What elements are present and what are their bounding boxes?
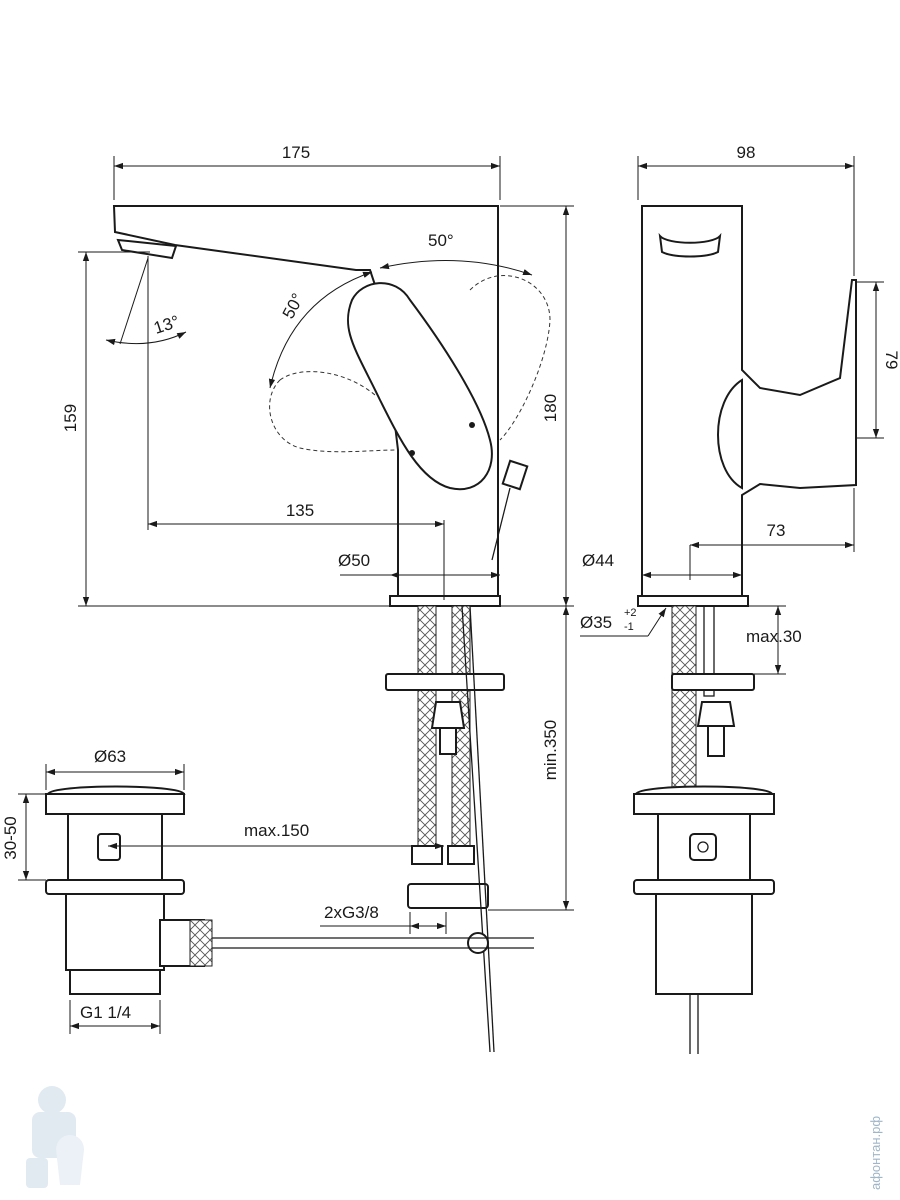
dim-min-350: min.350 <box>541 720 560 780</box>
dim-waste-thread-g114: G1 1/4 <box>80 1003 131 1022</box>
waste-side-view <box>633 785 775 1054</box>
fixing-plate-side <box>671 673 755 691</box>
popup-rod-knob <box>501 459 529 491</box>
dim-side-base-diameter-44: Ø44 <box>582 551 614 570</box>
hose-side <box>671 605 697 797</box>
dim-lever-depth-73: 73 <box>767 521 786 540</box>
dim-angle-50-top: 50° <box>428 231 454 250</box>
aerator-front <box>116 238 178 260</box>
waste-dimensions: Ø63 30-50 G1 1/4 max.150 2xG3/8 <box>1 747 447 1034</box>
dim-spray-angle-13: 13° <box>151 312 181 338</box>
front-view <box>112 205 551 1053</box>
aerator-side <box>658 232 722 258</box>
lever-front <box>347 282 493 491</box>
dim-spout-height-159: 159 <box>61 404 80 432</box>
watermark-text: афонтан.рф <box>868 1116 883 1190</box>
dim-lever-height-79: 79 <box>882 351 900 370</box>
dim-waste-diameter-63: Ø63 <box>94 747 126 766</box>
dim-depth-98: 98 <box>737 143 756 162</box>
dim-reach-135: 135 <box>286 501 314 520</box>
dim-max-150: max.150 <box>244 821 309 840</box>
base-plate-front <box>389 595 501 607</box>
lever-alt-right <box>469 275 551 441</box>
waste-head-side <box>633 793 775 815</box>
dim-hole-tol-minus: -1 <box>624 621 634 633</box>
faucet-side-body <box>641 205 857 601</box>
waste-head-front <box>45 793 185 815</box>
dim-connections-g38: 2xG3/8 <box>324 903 379 922</box>
dim-hole-diameter-35: Ø35 <box>580 613 612 632</box>
dim-hole-tol-plus: +2 <box>624 607 637 619</box>
dim-base-diameter-50: Ø50 <box>338 551 370 570</box>
watermark: афонтан.рф <box>26 1086 883 1190</box>
dim-max-30: max.30 <box>746 627 802 646</box>
side-view <box>637 205 857 797</box>
fixing-plate-front <box>385 673 505 691</box>
plumber-logo <box>26 1086 84 1188</box>
base-plate-side <box>637 595 749 607</box>
dim-waste-height-30-50: 30-50 <box>1 816 20 859</box>
waste-front-view <box>45 785 213 995</box>
side-dimensions: 98 79 73 Ø44 Ø35 +2 -1 max.30 <box>580 143 900 675</box>
front-dimensions: 175 180 159 135 Ø50 50° 50° 13° min.350 <box>61 143 574 911</box>
dim-width-175: 175 <box>282 143 310 162</box>
dim-height-180: 180 <box>541 394 560 422</box>
